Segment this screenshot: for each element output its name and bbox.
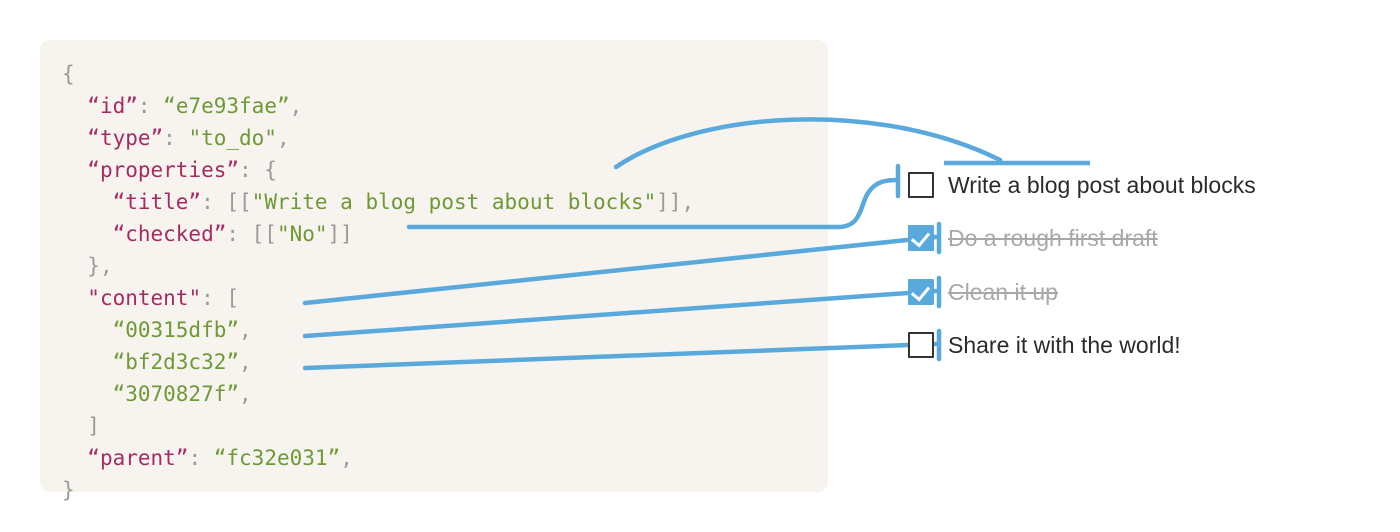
todo-item-label: Do a rough first draft [948, 224, 1158, 251]
code-token-punct: , [239, 382, 252, 406]
code-indent [62, 254, 87, 278]
todo-item[interactable]: Write a blog post about blocks [908, 170, 1256, 200]
code-token-punct: , [276, 126, 290, 150]
code-token-punct: ]] [327, 222, 353, 246]
code-token-str: "to_do" [188, 126, 277, 150]
code-token-str: "Write a blog post about blocks" [251, 190, 657, 214]
code-indent [62, 318, 113, 342]
code-line: “3070827f”, [62, 378, 694, 410]
code-token-punct: , [239, 350, 252, 374]
code-line: “properties”: { [62, 154, 694, 186]
code-indent [62, 414, 87, 438]
code-line: “bf2d3c32”, [62, 346, 694, 378]
code-indent [62, 126, 87, 150]
code-token-key: “title” [112, 190, 202, 214]
code-token-str: “fc32e031” [213, 446, 341, 470]
code-line: “id”: “e7e93fae”, [62, 90, 694, 122]
todo-item-label: Share it with the world! [948, 331, 1181, 358]
code-token-str: “bf2d3c32” [112, 350, 240, 374]
code-indent [62, 158, 87, 182]
code-indent [62, 446, 87, 470]
json-code-block: { “id”: “e7e93fae”, “type”: "to_do", “pr… [62, 58, 694, 506]
code-token-punct: : [ [201, 286, 240, 310]
checkbox-checked-icon[interactable] [908, 279, 934, 305]
code-token-punct: }, [87, 254, 113, 278]
code-indent [62, 350, 113, 374]
todo-item[interactable]: Clean it up [908, 277, 1058, 307]
code-indent [62, 222, 113, 246]
code-line: "content": [ [62, 282, 694, 314]
code-line: “00315dfb”, [62, 314, 694, 346]
code-token-punct: : [[ [201, 190, 252, 214]
code-token-punct: , [340, 446, 353, 470]
code-token-key: “parent” [87, 446, 189, 470]
code-line: } [62, 474, 694, 506]
code-token-str: “00315dfb” [112, 318, 240, 342]
code-token-punct: { [62, 62, 75, 86]
todo-item-label: Write a blog post about blocks [948, 171, 1256, 198]
code-token-punct: ] [87, 414, 100, 438]
code-line: { [62, 58, 694, 90]
code-token-key: “id” [87, 94, 138, 118]
code-token-key: "content" [87, 286, 202, 310]
todo-item[interactable]: Share it with the world! [908, 330, 1181, 360]
code-line: }, [62, 250, 694, 282]
json-code-panel: { “id”: “e7e93fae”, “type”: "to_do", “pr… [40, 40, 828, 502]
code-line: ] [62, 410, 694, 442]
code-indent [62, 286, 87, 310]
code-token-punct: ]], [656, 190, 695, 214]
code-token-punct: : [163, 126, 189, 150]
code-token-punct: , [239, 318, 252, 342]
code-line: “title”: [["Write a blog post about bloc… [62, 186, 695, 218]
code-line: “parent”: “fc32e031”, [62, 442, 694, 474]
code-line: “type”: "to_do", [62, 122, 694, 154]
code-token-key: “properties” [87, 158, 240, 182]
code-token-punct: : [137, 94, 164, 118]
code-token-str: "No" [276, 222, 328, 246]
todo-item-label: Clean it up [948, 278, 1058, 305]
code-token-punct: : [188, 446, 214, 470]
checkbox-unchecked-icon[interactable] [908, 332, 934, 358]
code-token-punct: : [[ [226, 222, 277, 246]
code-indent [62, 190, 113, 214]
code-token-punct: : { [239, 158, 277, 182]
checkbox-checked-icon[interactable] [908, 225, 934, 251]
code-indent [62, 94, 87, 118]
code-token-key: “type” [87, 126, 164, 150]
code-token-key: “checked” [112, 222, 227, 246]
code-indent [62, 382, 113, 406]
code-token-punct: } [62, 478, 75, 502]
checkbox-unchecked-icon[interactable] [908, 172, 934, 198]
code-token-str: “3070827f” [112, 382, 240, 406]
code-line: “checked”: [["No"]] [62, 218, 694, 250]
todo-item[interactable]: Do a rough first draft [908, 223, 1158, 253]
code-token-punct: , [289, 94, 303, 118]
code-token-str: “e7e93fae” [163, 94, 290, 118]
